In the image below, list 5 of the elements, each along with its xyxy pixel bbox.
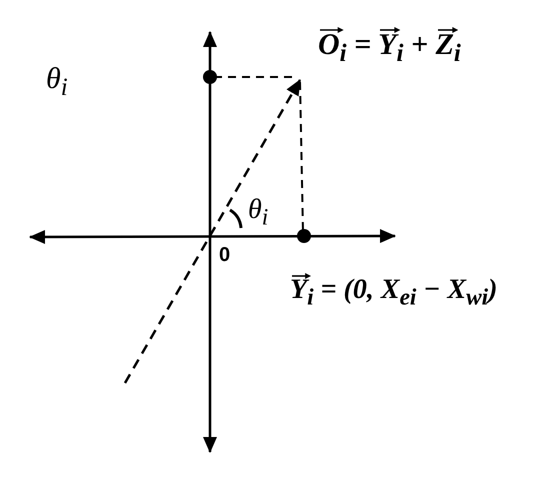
- origin-label: 0: [219, 245, 230, 265]
- angle-symbol: θ$_{i}$: [46, 64, 68, 100]
- vector-equation: O$_{i}$ = Y$_{i}$ + Z$_{i}$: [318, 30, 461, 66]
- vector-equation: Y$_{i}$ = (0, X$_{ei}$ − X$_{wi}$): [290, 276, 498, 310]
- angle-label: θ$_{i}$: [248, 196, 268, 230]
